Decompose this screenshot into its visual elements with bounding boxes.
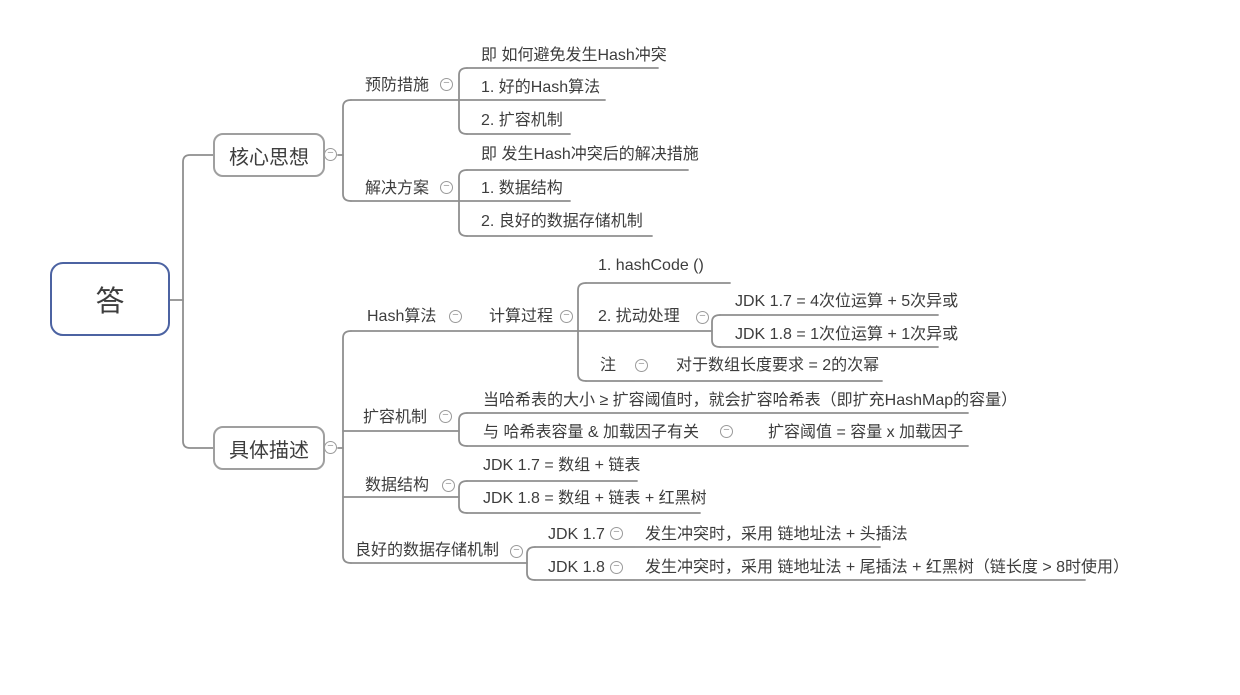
topic-prevention-note[interactable]: 即 如何避免发生Hash冲突 — [481, 47, 667, 64]
collapse-icon-hash-algo[interactable]: − — [449, 310, 462, 323]
topic-prevention-item2[interactable]: 2. 扩容机制 — [481, 112, 563, 129]
collapse-icon-solution[interactable]: − — [440, 181, 453, 194]
bracket-datastructure-children — [458, 480, 468, 514]
bracket-resize-children — [458, 412, 468, 447]
bracket-prevention-children — [458, 67, 468, 135]
collapse-icon-resize-factors[interactable]: − — [720, 425, 733, 438]
topic-calc-step1[interactable]: 1. hashCode () — [598, 257, 704, 274]
collapse-icon-calc-process[interactable]: − — [560, 310, 573, 323]
topic-prevention[interactable]: 预防措施 — [365, 77, 430, 94]
collapse-icon-storage-jdk18[interactable]: − — [610, 561, 623, 574]
topic-note-detail[interactable]: 对于数组长度要求 = 2的次幂 — [676, 357, 880, 374]
topic-solution-item1[interactable]: 1. 数据结构 — [481, 180, 563, 197]
topic-note[interactable]: 注 — [600, 357, 617, 374]
topic-hash-algo[interactable]: Hash算法 — [367, 308, 437, 325]
collapse-icon-calc-step2[interactable]: − — [696, 311, 709, 324]
collapse-icon-resize[interactable]: − — [439, 410, 452, 423]
topic-resize-factors[interactable]: 与 哈希表容量 & 加载因子有关 — [483, 424, 700, 441]
collapse-icon-storage[interactable]: − — [510, 545, 523, 558]
bracket-storage-children — [526, 546, 536, 581]
collapse-icon-data-structure[interactable]: − — [442, 479, 455, 492]
collapse-icon-core-idea[interactable]: − — [324, 148, 337, 161]
topic-solution-note[interactable]: 即 发生Hash冲突后的解决措施 — [481, 146, 699, 163]
topic-root-label: 答 — [95, 286, 125, 318]
topic-ds-jdk17[interactable]: JDK 1.7 = 数组 + 链表 — [483, 457, 641, 474]
topic-jdk17-shift[interactable]: JDK 1.7 = 4次位运算 + 5次异或 — [735, 293, 959, 310]
bracket-calc-children — [577, 282, 587, 382]
collapse-icon-detail[interactable]: − — [324, 441, 337, 454]
topic-ds-jdk18[interactable]: JDK 1.8 = 数组 + 链表 + 红黑树 — [483, 490, 707, 507]
topic-data-structure[interactable]: 数据结构 — [365, 477, 430, 494]
topic-solution-item2[interactable]: 2. 良好的数据存储机制 — [481, 213, 643, 230]
topic-core-idea[interactable]: 核心思想 — [213, 133, 325, 177]
connector-detail-bracket — [342, 330, 352, 564]
topic-storage-jdk17[interactable]: JDK 1.7 — [548, 526, 605, 543]
collapse-icon-prevention[interactable]: − — [440, 78, 453, 91]
topic-storage-jdk17-detail[interactable]: 发生冲突时，采用 链地址法 + 头插法 — [645, 526, 908, 543]
topic-storage[interactable]: 良好的数据存储机制 — [355, 542, 500, 559]
topic-storage-jdk18-detail[interactable]: 发生冲突时，采用 链地址法 + 尾插法 + 红黑树（链长度 > 8时使用） — [645, 559, 1130, 576]
bracket-step2-children — [711, 314, 721, 348]
topic-resize-threshold[interactable]: 扩容阈值 = 容量 x 加载因子 — [768, 424, 964, 441]
topic-root[interactable]: 答 — [50, 262, 170, 336]
topic-detail-label: 具体描述 — [229, 439, 309, 462]
topic-calc-step2[interactable]: 2. 扰动处理 — [598, 308, 680, 325]
topic-storage-jdk18[interactable]: JDK 1.8 — [548, 559, 605, 576]
connector-root-bracket — [182, 154, 214, 449]
collapse-icon-note[interactable]: − — [635, 359, 648, 372]
topic-resize-when[interactable]: 当哈希表的大小 ≥ 扩容阈值时，就会扩容哈希表（即扩充HashMap的容量） — [483, 392, 1018, 409]
topic-detail[interactable]: 具体描述 — [213, 426, 325, 470]
bracket-solution-children — [458, 169, 468, 237]
collapse-icon-storage-jdk17[interactable]: − — [610, 527, 623, 540]
connector-core-bracket — [342, 99, 352, 202]
topic-core-idea-label: 核心思想 — [229, 146, 309, 169]
topic-prevention-item1[interactable]: 1. 好的Hash算法 — [481, 79, 601, 96]
topic-jdk18-shift[interactable]: JDK 1.8 = 1次位运算 + 1次异或 — [735, 326, 959, 343]
topic-calc-process[interactable]: 计算过程 — [489, 308, 554, 325]
topic-solution[interactable]: 解决方案 — [365, 180, 430, 197]
topic-resize[interactable]: 扩容机制 — [363, 409, 428, 426]
